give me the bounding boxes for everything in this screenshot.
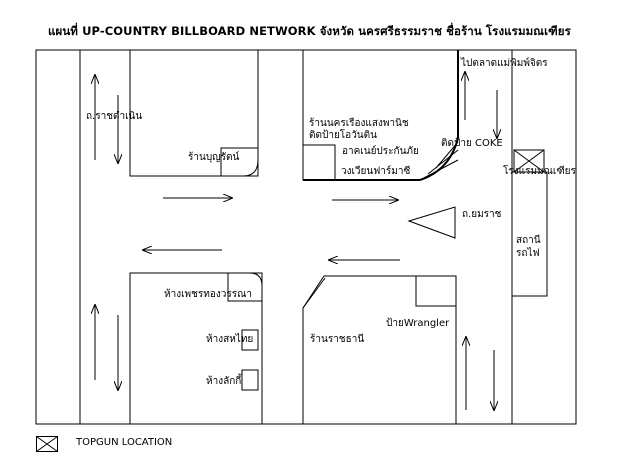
block-edge-curve-thick — [419, 50, 459, 181]
label-to-market: ไปตลาดแม่พิมพ์จิตร — [461, 58, 548, 69]
station-block — [511, 171, 548, 297]
corner-hatch — [419, 141, 459, 181]
label-station-line1: สถานี — [516, 235, 541, 246]
label-coke-sign: ติดป้าย COKE — [441, 138, 503, 149]
shop-rajthani-diagonal — [302, 277, 326, 309]
map-title: แผนที่ UP-COUNTRY BILLBOARD NETWORK จังห… — [48, 24, 571, 38]
label-shop-lakki: ห้างลักกี้ — [206, 376, 242, 387]
label-shop-boonyarat: ร้านบุญรัตน์ — [188, 152, 240, 163]
legend-label: TOPGUN LOCATION — [76, 437, 173, 448]
shop-sahathai-box — [241, 329, 259, 351]
label-road-yommarat: ถ.ยมราช — [462, 209, 502, 220]
topgun-location-marker — [513, 149, 545, 173]
shop-lakki-box — [241, 369, 259, 391]
label-shop-nakhon-ruang: ร้านนครเรืองแสงพานิช — [309, 118, 409, 129]
label-shop-sahathai: ห้างสหไทย — [206, 334, 254, 345]
label-shop-rajthani: ร้านราชธานี — [310, 334, 365, 345]
shop-boonyarat-box — [220, 147, 259, 177]
map-border — [35, 49, 577, 425]
shop-nakhon-box — [302, 144, 336, 181]
crossed-box-icon — [36, 436, 58, 452]
block-bottom-middle — [302, 275, 457, 424]
label-shop-phet-thong: ห้างเพชรทองวรรณา — [164, 289, 252, 300]
road-wedge-triangle — [407, 206, 456, 239]
label-billboard-sign: ติดป้ายโอวันติน — [309, 130, 377, 141]
label-insurance-building: อาคเนย์ประกันภัย — [342, 146, 419, 157]
block-top-middle — [302, 50, 459, 181]
label-sign-wrangler: ป้ายWrangler — [386, 318, 450, 329]
label-circle-pharmacy: วงเวียนฟาร์มาซี — [341, 166, 411, 177]
label-station-line2: รถไฟ — [516, 248, 540, 259]
shop-phet-thong-box — [227, 272, 263, 302]
label-hotel: โรงแรมมณเฑียร — [503, 166, 576, 177]
sign-wrangler-box — [415, 275, 457, 307]
label-road-rajdamnern: ถ.ราชดำเนิน — [86, 111, 143, 122]
